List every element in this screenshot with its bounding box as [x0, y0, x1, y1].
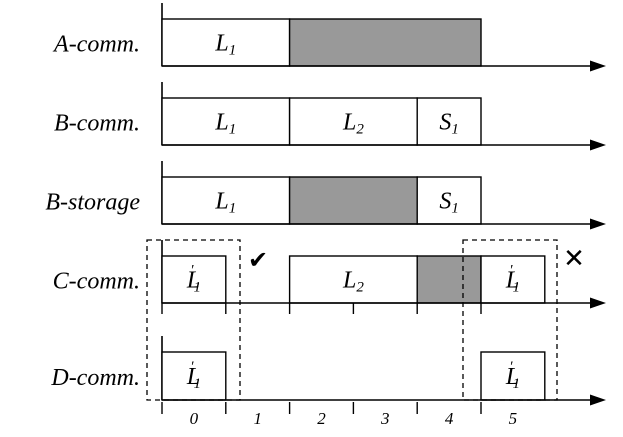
row-1-arrowhead [590, 139, 606, 151]
task-block [288, 97, 418, 146]
cell-label-subscript: 1 [451, 122, 459, 138]
cell-label: L′1 [505, 359, 520, 392]
prime-mark: ′ [190, 263, 194, 279]
task-block [161, 255, 227, 304]
idle-block [288, 176, 418, 225]
idle-block [416, 255, 482, 304]
cell-label-subscript: 1 [512, 280, 520, 296]
check-mark-icon: ✔ [248, 246, 268, 274]
cell-label-main: L [214, 188, 228, 214]
cell-label-subscript: 1 [229, 43, 237, 59]
cell-label-main: L [186, 364, 200, 390]
cell-label: L′1 [505, 263, 520, 296]
time-tick-label: 2 [317, 409, 326, 428]
task-block [288, 255, 418, 304]
row-a-comm-: A-comm. L1 [52, 3, 482, 67]
row-label: A-comm. [52, 32, 140, 58]
dashed-group-right [462, 239, 558, 401]
cell-label-main: L [342, 267, 356, 293]
cell-label-main: L [214, 30, 228, 56]
idle-block [288, 18, 482, 67]
cell-label: L1 [214, 188, 236, 217]
task-block [161, 176, 291, 225]
row-label: C-comm. [53, 269, 140, 295]
cell-label-main: L [214, 109, 228, 135]
cell-label: L2 [342, 109, 364, 138]
cell-label-main: S [439, 188, 451, 214]
cell-label-subscript: 2 [356, 122, 364, 138]
row-label: D-comm. [50, 365, 140, 391]
cell-label-subscript: 1 [193, 280, 201, 296]
prime-mark: ′ [509, 359, 513, 375]
task-block [480, 255, 546, 304]
cell-label-subscript: 1 [451, 201, 459, 217]
row-0-arrowhead [590, 60, 606, 72]
prime-mark: ′ [509, 263, 513, 279]
row-label: B-comm. [54, 111, 140, 137]
row-4-arrowhead [590, 394, 606, 406]
cell-label-main: L [505, 267, 519, 293]
cell-label: L1 [214, 109, 236, 138]
time-tick-label: 4 [445, 409, 454, 428]
time-tick-label: 1 [253, 409, 262, 428]
cell-label: L2 [342, 267, 364, 296]
cell-label: L′1 [186, 263, 201, 296]
cell-label-main: L [342, 109, 356, 135]
cell-label-subscript: 2 [356, 280, 364, 296]
task-block [480, 351, 546, 401]
cross-mark-icon: ✕ [563, 244, 585, 274]
cell-label-subscript: 1 [193, 376, 201, 392]
dashed-group-left [146, 239, 241, 401]
time-tick-label: 0 [190, 409, 199, 428]
row-3-arrowhead [590, 297, 606, 309]
time-tick-label: 3 [380, 409, 390, 428]
row-2-arrowhead [590, 218, 606, 230]
prime-mark: ′ [190, 359, 194, 375]
cell-label: S1 [439, 109, 459, 138]
cell-label-main: L [505, 364, 519, 390]
cell-label: L1 [214, 30, 236, 59]
cell-label-subscript: 1 [229, 122, 237, 138]
time-tick-label: 5 [509, 409, 518, 428]
cell-label: L′1 [186, 359, 201, 392]
cell-label-main: S [439, 109, 451, 135]
cell-label-main: L [186, 267, 200, 293]
cell-label-subscript: 1 [512, 376, 520, 392]
cell-label: S1 [439, 188, 459, 217]
row-label: B-storage [45, 190, 140, 216]
cell-label-subscript: 1 [229, 201, 237, 217]
